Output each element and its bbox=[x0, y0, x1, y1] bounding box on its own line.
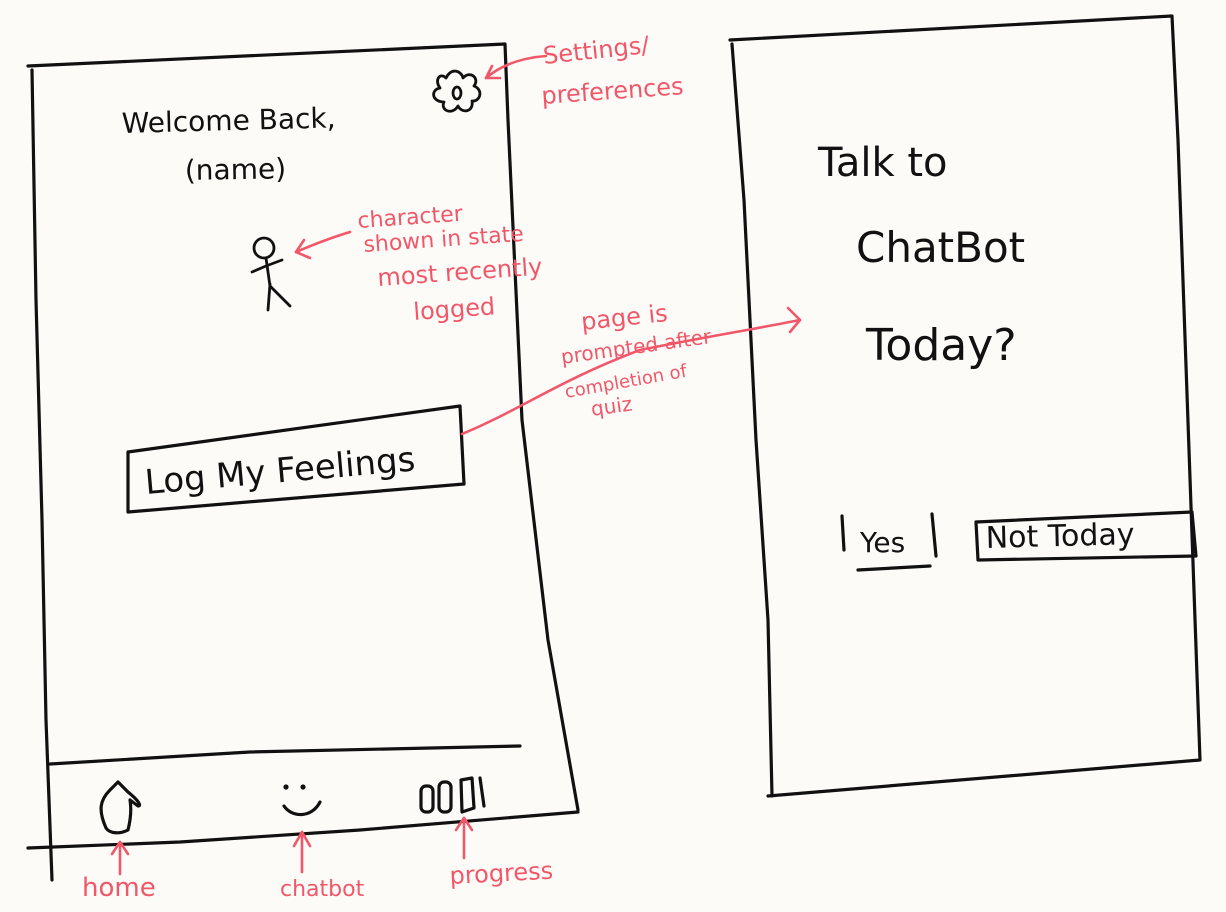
home-icon[interactable] bbox=[99, 780, 142, 835]
stick-figure-icon bbox=[250, 236, 292, 312]
yes-button[interactable]: Yes bbox=[840, 512, 938, 572]
settings-annotation: Settings/ preferences bbox=[484, 31, 684, 110]
progress-nav-label: progress bbox=[449, 857, 554, 890]
prompt-line-3: Today? bbox=[865, 320, 1017, 371]
settings-annotation-line-2: preferences bbox=[540, 72, 684, 110]
settings-annotation-line-1: Settings/ bbox=[542, 31, 652, 70]
log-my-feelings-label: Log My Feelings bbox=[143, 439, 417, 502]
chatbot-nav-label: chatbot bbox=[280, 877, 365, 902]
gear-icon[interactable] bbox=[432, 69, 482, 113]
chatbot-prompt-frame bbox=[728, 14, 1202, 798]
progress-nav-annotation: progress bbox=[449, 816, 554, 890]
home-nav-annotation: home bbox=[82, 840, 156, 903]
page-prompt-annotation-line-1: page is bbox=[580, 299, 669, 336]
yes-label: Yes bbox=[859, 526, 905, 559]
chatbot-nav-annotation: chatbot bbox=[280, 830, 365, 902]
prompt-line-2: ChatBot bbox=[856, 223, 1025, 272]
user-name-placeholder: (name) bbox=[185, 152, 287, 187]
bar-chart-icon[interactable] bbox=[419, 776, 486, 814]
home-screen-frame bbox=[26, 42, 580, 882]
not-today-label: Not Today bbox=[985, 517, 1135, 556]
log-my-feelings-button[interactable]: Log My Feelings bbox=[126, 404, 466, 514]
character-annotation-line-3: most recently bbox=[376, 253, 543, 292]
welcome-heading: Welcome Back, bbox=[121, 101, 336, 140]
prompt-line-1: Talk to bbox=[817, 140, 947, 186]
smiley-icon[interactable] bbox=[282, 784, 322, 817]
character-annotation-line-4: logged bbox=[412, 292, 496, 326]
home-nav-label: home bbox=[82, 873, 156, 903]
not-today-button[interactable]: Not Today bbox=[974, 510, 1198, 562]
character-annotation: character shown in state most recently l… bbox=[294, 202, 543, 326]
page-prompt-annotation-line-4: quiz bbox=[589, 391, 633, 421]
